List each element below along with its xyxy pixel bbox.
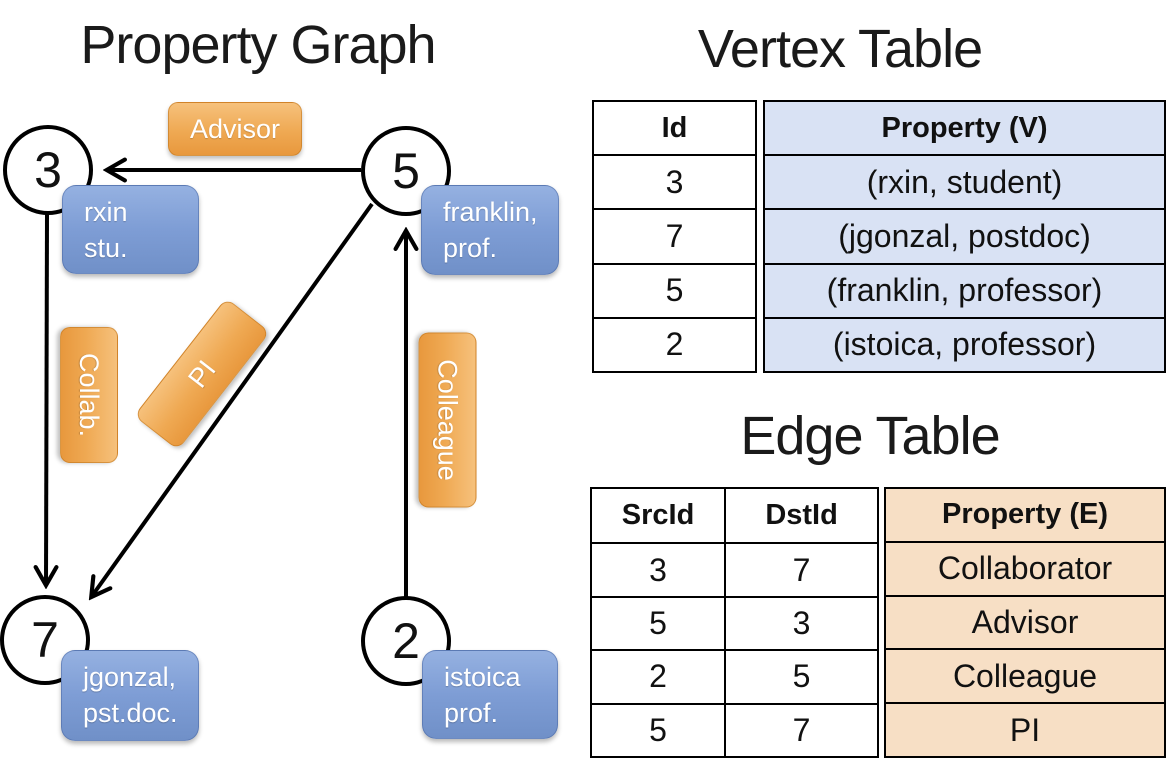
vertex-table-title: Vertex Table [697, 19, 983, 79]
vertex-property-cell: (jgonzal, postdoc) [765, 208, 1164, 263]
edge-src-cell: 5 [592, 702, 725, 756]
edge-table-property-header: Property (E) [886, 489, 1164, 541]
node-2-id: 2 [392, 613, 420, 669]
vertex-card-franklin-line1: franklin, [443, 197, 538, 227]
vertex-table-id-column: Id 3 7 5 2 [592, 100, 757, 373]
vertex-card-rxin: rxin stu. [62, 185, 199, 274]
edge-property-cell: Colleague [886, 648, 1164, 703]
edge-dst-cell: 7 [724, 702, 877, 756]
vertex-card-jgonzal-line1: jgonzal, [83, 662, 177, 692]
vertex-card-rxin-line1: rxin [84, 197, 128, 227]
vertex-card-jgonzal-line2: pst.doc. [83, 697, 178, 728]
vertex-card-franklin-line2: prof. [443, 232, 498, 263]
vertex-table-property-column: Property (V) (rxin, student) (jgonzal, p… [763, 100, 1166, 373]
vertex-property-cell: (rxin, student) [765, 154, 1164, 209]
vertex-id-cell: 7 [594, 208, 755, 262]
edge-table-src-header: SrcId [621, 499, 695, 532]
vertex-id-cell: 2 [594, 316, 755, 371]
edge-property-cell: Advisor [886, 594, 1164, 649]
graph-edges [0, 0, 580, 760]
edge-table-dst-header: DstId [724, 489, 877, 543]
edge-label-advisor: Advisor [168, 102, 302, 156]
property-graph-title: Property Graph [80, 15, 436, 75]
edge-dst-cell: 5 [724, 649, 877, 703]
vertex-card-istoica: istoica prof. [422, 650, 558, 739]
vertex-table: Id 3 7 5 2 Property (V) (rxin, student) … [592, 100, 1166, 373]
edge-src-cell: 5 [592, 595, 725, 649]
vertex-card-jgonzal: jgonzal, pst.doc. [61, 650, 199, 741]
vertex-card-franklin: franklin, prof. [421, 185, 559, 275]
edge-table-id-columns: SrcId DstId 3 7 5 3 2 5 5 7 [590, 487, 879, 758]
edge-pi-arrow [92, 202, 374, 596]
node-5-id: 5 [392, 143, 420, 199]
edge-src-cell: 2 [592, 649, 725, 702]
vertex-table-property-header: Property (V) [765, 102, 1164, 155]
edge-property-cell: Collaborator [886, 540, 1164, 595]
node-7-id: 7 [31, 612, 59, 668]
vertex-card-rxin-line2: stu. [84, 232, 128, 263]
graph-node-5: 5 [361, 126, 451, 216]
edge-table: SrcId DstId 3 7 5 3 2 5 5 7 Property (E)… [590, 487, 1166, 758]
vertex-property-cell: (franklin, professor) [765, 262, 1164, 317]
edge-dst-cell: 7 [724, 542, 877, 596]
graph-node-2: 2 [361, 596, 451, 686]
edge-collab-arrow [46, 213, 47, 584]
edge-dst-cell: 3 [724, 595, 877, 650]
edge-property-cell: PI [886, 702, 1164, 756]
vertex-id-cell: 5 [594, 262, 755, 317]
edge-label-collab: Collab. [60, 327, 118, 463]
edge-table-title: Edge Table [740, 406, 1000, 466]
vertex-card-istoica-line2: prof. [444, 697, 499, 728]
edge-table-property-column: Property (E) Collaborator Advisor Collea… [884, 487, 1166, 758]
vertex-card-istoica-line1: istoica [444, 662, 521, 692]
edge-label-colleague: Colleague [418, 332, 477, 508]
edge-src-cell: 3 [592, 542, 725, 595]
vertex-id-cell: 3 [594, 154, 755, 208]
vertex-table-id-header: Id [661, 111, 688, 144]
vertex-property-cell: (istoica, professor) [765, 316, 1164, 372]
node-3-id: 3 [34, 142, 62, 198]
